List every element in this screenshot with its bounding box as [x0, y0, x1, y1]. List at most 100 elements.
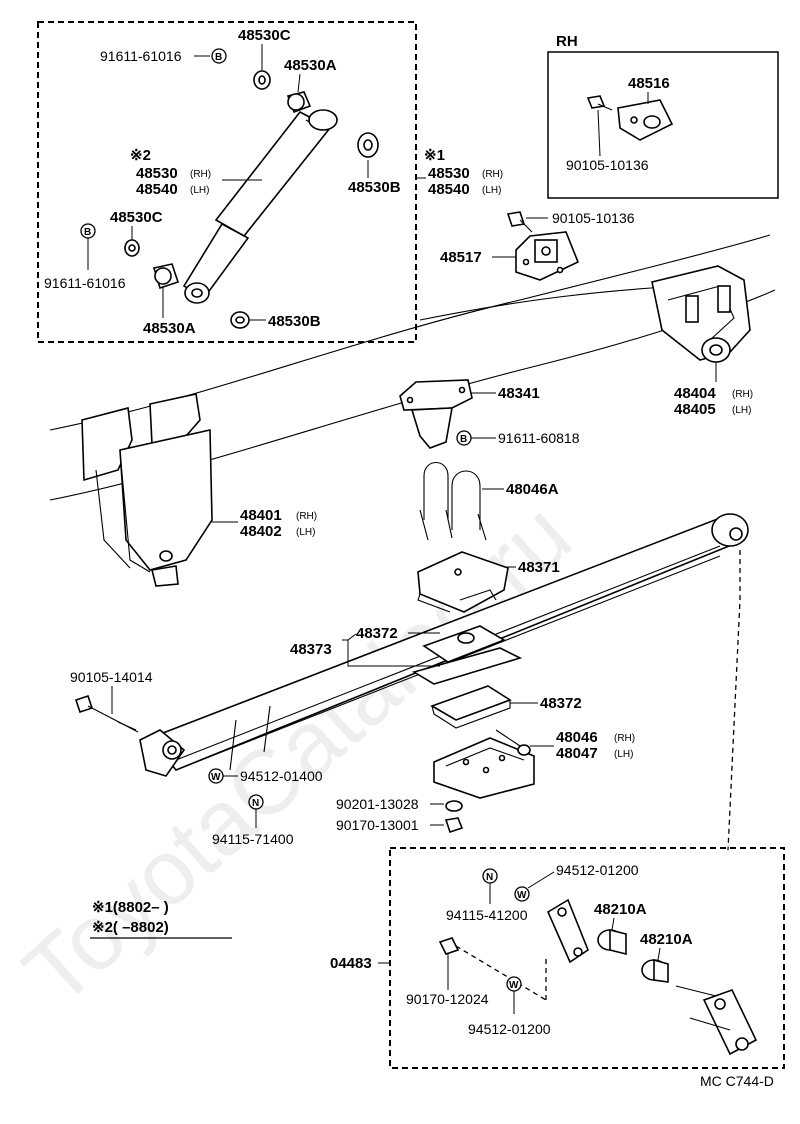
- circle-w-mark: W: [208, 768, 224, 784]
- bushing-48210a-2: [641, 958, 669, 983]
- plate-48373: [411, 647, 523, 685]
- bushing-48530a-top: [286, 91, 312, 114]
- callout-48530-rh-right: 48530: [428, 165, 470, 182]
- leader-dashed-spring-eye: [727, 550, 741, 851]
- callout-48530c-top: 48530C: [238, 27, 291, 44]
- nut-90170-12024: [438, 937, 460, 955]
- bracket-48516: [617, 99, 674, 141]
- callout-48372-top: 48372: [356, 625, 398, 642]
- rh-box-label: RH: [556, 33, 578, 50]
- bolt-90105-10136-rh: [586, 95, 613, 111]
- circle-w-mark: W: [514, 886, 530, 902]
- callout-48540-lh-left: 48540: [136, 181, 178, 198]
- date-notes: ※1(8802– ) ※2( –8802): [90, 899, 232, 939]
- note-1: ※1(8802– ): [92, 899, 169, 916]
- callout-90105-10136-rh-box: 90105-10136: [566, 157, 649, 173]
- callout-48405: 48405: [674, 401, 716, 418]
- tag-lh-48047: (LH): [614, 749, 633, 760]
- bushing-48210a-1: [597, 928, 627, 956]
- u-bolt-plate-48046: [433, 729, 535, 799]
- bushing-48530c-top: [253, 70, 271, 90]
- callout-48540-lh-right: 48540: [428, 181, 470, 198]
- shackle-group-box: [389, 847, 785, 1069]
- callout-94512-01200-top: 94512-01200: [556, 862, 639, 878]
- hanger-48404: [651, 265, 751, 363]
- callout-48210a-2: 48210A: [640, 931, 693, 948]
- callout-48530b-right: 48530B: [348, 179, 401, 196]
- tag-rh-48404: (RH): [732, 389, 753, 400]
- tag-rh-left: (RH): [190, 169, 211, 180]
- shackle-plate: [546, 898, 589, 964]
- tag-lh-48402: (LH): [296, 527, 315, 538]
- callout-48530c-bottom: 48530C: [110, 209, 163, 226]
- svg-text:B: B: [460, 434, 467, 445]
- callout-48401: 48401: [240, 507, 282, 524]
- circle-b-mark: B: [456, 430, 472, 446]
- shock-absorber: [182, 109, 338, 304]
- callout-91611-60818: 91611-60818: [498, 430, 580, 446]
- u-bolt-48046a: [419, 461, 487, 541]
- bracket-48517: [515, 231, 580, 281]
- pad-48372-top: [422, 625, 506, 668]
- callout-48341: 48341: [498, 385, 540, 402]
- bushing-48530a-bottom: [152, 263, 180, 290]
- bushing-48530c-bottom: [124, 239, 140, 257]
- tag-rh-48046: (RH): [614, 733, 635, 744]
- svg-text:W: W: [517, 890, 527, 901]
- callout-48210a-1: 48210A: [594, 901, 647, 918]
- spring-seat-48371: [417, 551, 509, 613]
- bushing-48530b-right: [357, 132, 379, 158]
- callout-94115-41200: 94115-41200: [446, 907, 528, 923]
- svg-text:B: B: [215, 52, 222, 63]
- svg-text:W: W: [211, 772, 221, 783]
- svg-text:N: N: [486, 872, 493, 883]
- callout-48047: 48047: [556, 745, 598, 762]
- callout-48404: 48404: [674, 385, 716, 402]
- shock-absorber-group-box: [37, 21, 417, 343]
- callout-48373: 48373: [290, 641, 332, 658]
- callout-91611-61016-bottom: 91611-61016: [44, 275, 126, 291]
- callout-90201-13028: 90201-13028: [336, 796, 419, 812]
- callout-48046a: 48046A: [506, 481, 559, 498]
- svg-text:N: N: [252, 798, 259, 809]
- callout-48530a-bottom: 48530A: [143, 320, 196, 337]
- bolt-90105-10136: [506, 211, 533, 233]
- callout-04483: 04483: [330, 955, 372, 972]
- callout-94115-71400: 94115-71400: [212, 831, 294, 847]
- diagram-code: MC C744-D: [700, 1073, 774, 1089]
- spring-bracket-48401: [81, 393, 213, 587]
- circle-w-mark: W: [506, 976, 522, 992]
- tag-lh-right: (LH): [482, 185, 501, 196]
- callout-94512-01400: 94512-01400: [240, 768, 323, 784]
- svg-text:B: B: [84, 227, 91, 238]
- callout-48402: 48402: [240, 523, 282, 540]
- callout-90105-10136: 90105-10136: [552, 210, 635, 226]
- callout-94512-01200-bottom: 94512-01200: [468, 1021, 551, 1037]
- circle-b-mark: B: [80, 223, 96, 239]
- note-mark-2: ※2: [130, 147, 151, 164]
- note-mark-1: ※1: [424, 147, 445, 164]
- bumper-48341: [399, 379, 473, 449]
- callout-90105-14014: 90105-14014: [70, 669, 153, 685]
- nut-90170-13001: [444, 817, 464, 834]
- circle-n-mark: N: [482, 868, 498, 884]
- callout-48530b-bottom: 48530B: [268, 313, 321, 330]
- callout-48530-rh-left: 48530: [136, 165, 178, 182]
- callout-48530a-top: 48530A: [284, 57, 337, 74]
- callout-48517: 48517: [440, 249, 482, 266]
- rh-detail-box: [547, 51, 779, 199]
- bushing-48530b-bottom: [230, 311, 250, 329]
- pad-48372-bottom: [430, 685, 512, 729]
- tag-rh-48401: (RH): [296, 511, 317, 522]
- callout-48046: 48046: [556, 729, 598, 746]
- tag-lh-left: (LH): [190, 185, 209, 196]
- note-2: ※2( –8802): [92, 919, 169, 936]
- circle-b-mark: B: [211, 48, 227, 64]
- callout-48372-bottom: 48372: [540, 695, 582, 712]
- callout-48516: 48516: [628, 75, 670, 92]
- bolt-90105-14014: [74, 694, 139, 733]
- tag-lh-48405: (LH): [732, 405, 751, 416]
- callout-90170-13001: 90170-13001: [336, 817, 419, 833]
- callout-90170-12024: 90170-12024: [406, 991, 489, 1007]
